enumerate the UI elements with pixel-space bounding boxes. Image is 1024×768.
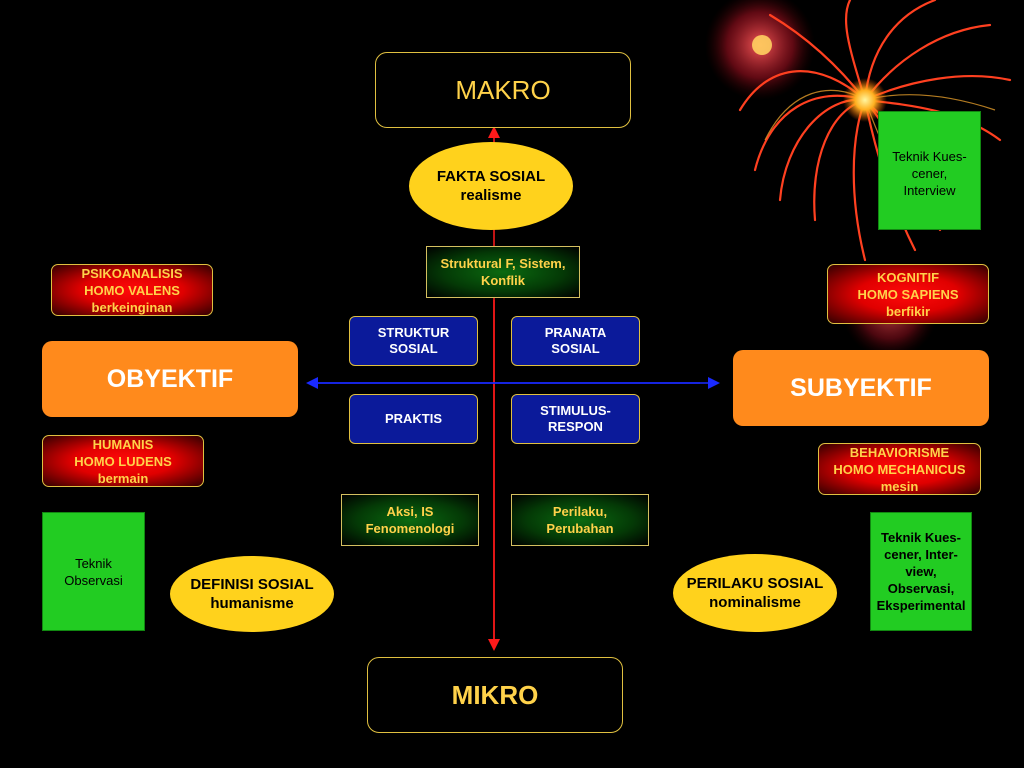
aksi-box: Aksi, IS Fenomenologi (341, 494, 479, 546)
teknik-kuesioner-eksperimental-label: Teknik Kues- cener, Inter- view, Observa… (876, 530, 966, 613)
behaviorisme-label: BEHAVIORISME HOMO MECHANICUS mesin (833, 444, 966, 494)
kognitif-label: KOGNITIF HOMO SAPIENS berfikir (857, 269, 959, 319)
obyektif-box: OBYEKTIF (42, 341, 298, 417)
fakta-sosial-label: FAKTA SOSIAL realisme (436, 168, 546, 204)
subyektif-label: SUBYEKTIF (790, 373, 932, 402)
teknik-kuesioner-interview-label: Teknik Kues- cener, Interview (892, 149, 967, 198)
stimulus-respon-label: STIMULUS- RESPON (540, 403, 611, 434)
psikoanalisis-box: PSIKOANALISIS HOMO VALENS berkeinginan (51, 264, 213, 316)
struktural-box: Struktural F, Sistem, Konflik (426, 246, 580, 298)
stimulus-respon-box: STIMULUS- RESPON (511, 394, 640, 444)
behaviorisme-box: BEHAVIORISME HOMO MECHANICUS mesin (818, 443, 981, 495)
subyektif-box: SUBYEKTIF (733, 350, 989, 426)
pranata-sosial-label: PRANATA SOSIAL (544, 325, 607, 356)
praktis-label: PRAKTIS (384, 411, 443, 426)
humanis-box: HUMANIS HOMO LUDENS bermain (42, 435, 204, 487)
teknik-kuesioner-eksperimental-box: Teknik Kues- cener, Inter- view, Observa… (870, 512, 972, 631)
definisi-sosial-label: DEFINISI SOSIAL humanisme (190, 576, 314, 612)
pranata-sosial-box: PRANATA SOSIAL (511, 316, 640, 366)
teknik-kuesioner-interview-box: Teknik Kues- cener, Interview (878, 111, 981, 230)
teknik-observasi-label: Teknik Observasi (64, 555, 123, 588)
psikoanalisis-label: PSIKOANALISIS HOMO VALENS berkeinginan (81, 265, 183, 315)
perilaku-sosial-ellipse: PERILAKU SOSIAL nominalisme (673, 554, 837, 632)
struktural-label: Struktural F, Sistem, Konflik (440, 256, 566, 288)
perilaku-label: Perilaku, Perubahan (546, 504, 614, 536)
praktis-box: PRAKTIS (349, 394, 478, 444)
makro-box: MAKRO (375, 52, 631, 128)
teknik-observasi-box: Teknik Observasi (42, 512, 145, 631)
makro-label: MAKRO (455, 74, 551, 105)
struktur-sosial-box: STRUKTUR SOSIAL (349, 316, 478, 366)
mikro-box: MIKRO (367, 657, 623, 733)
kognitif-box: KOGNITIF HOMO SAPIENS berfikir (827, 264, 989, 324)
struktur-sosial-label: STRUKTUR SOSIAL (377, 325, 450, 356)
perilaku-sosial-label: PERILAKU SOSIAL nominalisme (686, 575, 824, 611)
obyektif-label: OBYEKTIF (106, 364, 234, 393)
definisi-sosial-ellipse: DEFINISI SOSIAL humanisme (170, 556, 334, 632)
mikro-label: MIKRO (451, 679, 539, 710)
perilaku-box: Perilaku, Perubahan (511, 494, 649, 546)
fakta-sosial-ellipse: FAKTA SOSIAL realisme (409, 142, 573, 230)
aksi-label: Aksi, IS Fenomenologi (365, 504, 455, 536)
humanis-label: HUMANIS HOMO LUDENS bermain (74, 436, 172, 486)
